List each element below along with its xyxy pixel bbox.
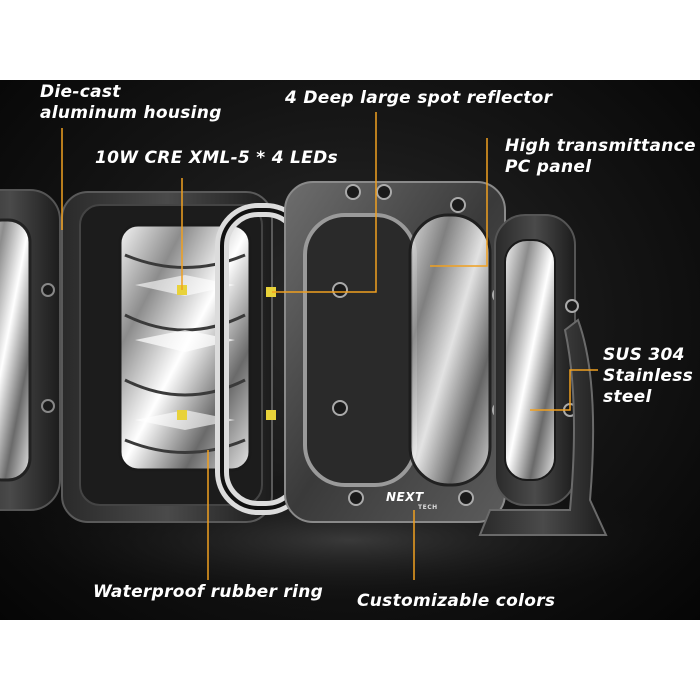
callout-colors: Customizable colors	[357, 591, 556, 611]
left-lamp-module	[0, 189, 61, 511]
callout-reflector: 4 Deep large spot reflector	[285, 88, 553, 108]
callout-housing: Die-cast aluminum housing	[40, 82, 222, 123]
product-photo: NEXT TECH	[0, 80, 700, 620]
light-bar-illustration	[0, 112, 700, 610]
spot-reflector	[118, 223, 252, 472]
brand-logo: NEXT	[386, 490, 424, 504]
callout-leds: 10W CRE XML-5 * 4 LEDs	[95, 148, 338, 168]
brand-logo-sub: TECH	[418, 504, 438, 511]
callout-panel: High transmittance PC panel	[505, 136, 696, 177]
steel-bracket	[478, 318, 608, 536]
callout-steel: SUS 304 Stainless steel	[603, 345, 694, 407]
rear-housing	[494, 214, 579, 506]
front-bezel	[284, 181, 508, 523]
callout-ring: Waterproof rubber ring	[93, 582, 324, 602]
callout-leaders	[61, 112, 598, 580]
